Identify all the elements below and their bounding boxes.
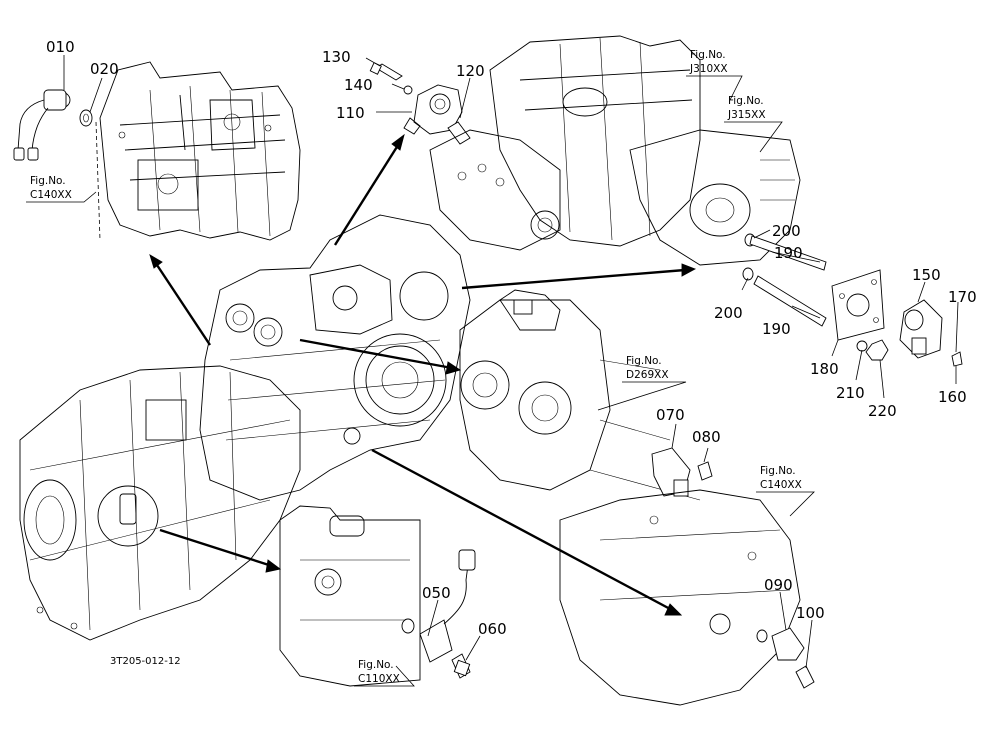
callout-160: 160 [938,388,967,406]
fig-ref-d269-heading: Fig.No. [626,355,662,367]
callout-050: 050 [422,584,451,602]
bottom-left-housing-drawing [19,365,301,641]
central-transmission-drawing [199,214,471,501]
part-180-plate [831,269,885,341]
callout-130: 130 [322,48,351,66]
callout-180: 180 [810,360,839,378]
part-160-screw [951,351,963,367]
part-190-rod-upper [749,235,827,271]
bottom-center-housing-drawing [279,505,421,687]
fig-ref-j310-heading: Fig.No. [690,49,726,61]
callout-090: 090 [764,576,793,594]
fig-ref-c140-top-code: C140XX [30,189,72,201]
part-190-rod-lower [753,275,827,327]
part-090-sensor [756,627,805,661]
callout-020: 020 [90,60,119,78]
part-020-washer [79,109,93,127]
part-200-washer-lower [742,267,754,281]
callout-060: 060 [478,620,507,638]
callout-100: 100 [796,604,825,622]
part-010-sensor [13,89,71,161]
fig-ref-d269-code: D269XX [626,369,669,381]
callout-010: 010 [46,38,75,56]
callout-labels: 010 020 130 140 110 120 200 190 200 190 … [46,38,977,638]
leader-lines [26,55,959,687]
callout-170: 170 [948,288,977,306]
callout-190-upper: 190 [774,244,803,262]
part-070-sensor [651,447,691,497]
indicator-arrows [149,133,697,616]
callout-150: 150 [912,266,941,284]
fig-ref-c140-right-code: C140XX [760,479,802,491]
callout-070: 070 [656,406,685,424]
bottom-right-housing-drawing [559,489,801,706]
part-120-pin [447,121,471,145]
top-left-housing-drawing [99,61,301,241]
fig-ref-j315-heading: Fig.No. [728,95,764,107]
part-220-nut [865,339,889,361]
callout-220: 220 [868,402,897,420]
part-130-bolt [369,62,403,81]
fig-ref-c110-heading: Fig.No. [358,659,394,671]
callout-140: 140 [344,76,373,94]
valve-assembly-110 [403,84,463,135]
part-060-bolt [451,653,471,679]
part-080-screw [697,461,713,481]
callout-200-upper: 200 [772,222,801,240]
part-150-sensor [899,299,943,359]
part-050-sensor [401,549,476,663]
callout-190-lower: 190 [762,320,791,338]
callout-120: 120 [456,62,485,80]
part-210-washer [856,340,868,352]
callout-210: 210 [836,384,865,402]
fig-ref-j315-code: J315XX [727,109,766,121]
part-140-washer [403,85,413,95]
fig-ref-c140-top-heading: Fig.No. [30,175,66,187]
callout-200-lower: 200 [714,304,743,322]
callout-110: 110 [336,104,365,122]
top-right-housing-drawing [429,35,801,266]
fig-ref-j310-code: J310XX [689,63,728,75]
drawing-code: 3T205-012-12 [110,656,181,667]
figure-references: Fig.No. C140XX Fig.No. J310XX Fig.No. J3… [30,49,802,685]
fig-ref-c140-right-heading: Fig.No. [760,465,796,477]
fig-ref-c110-code: C110XX [358,673,400,685]
part-100-bolt [795,665,815,689]
callout-080: 080 [692,428,721,446]
